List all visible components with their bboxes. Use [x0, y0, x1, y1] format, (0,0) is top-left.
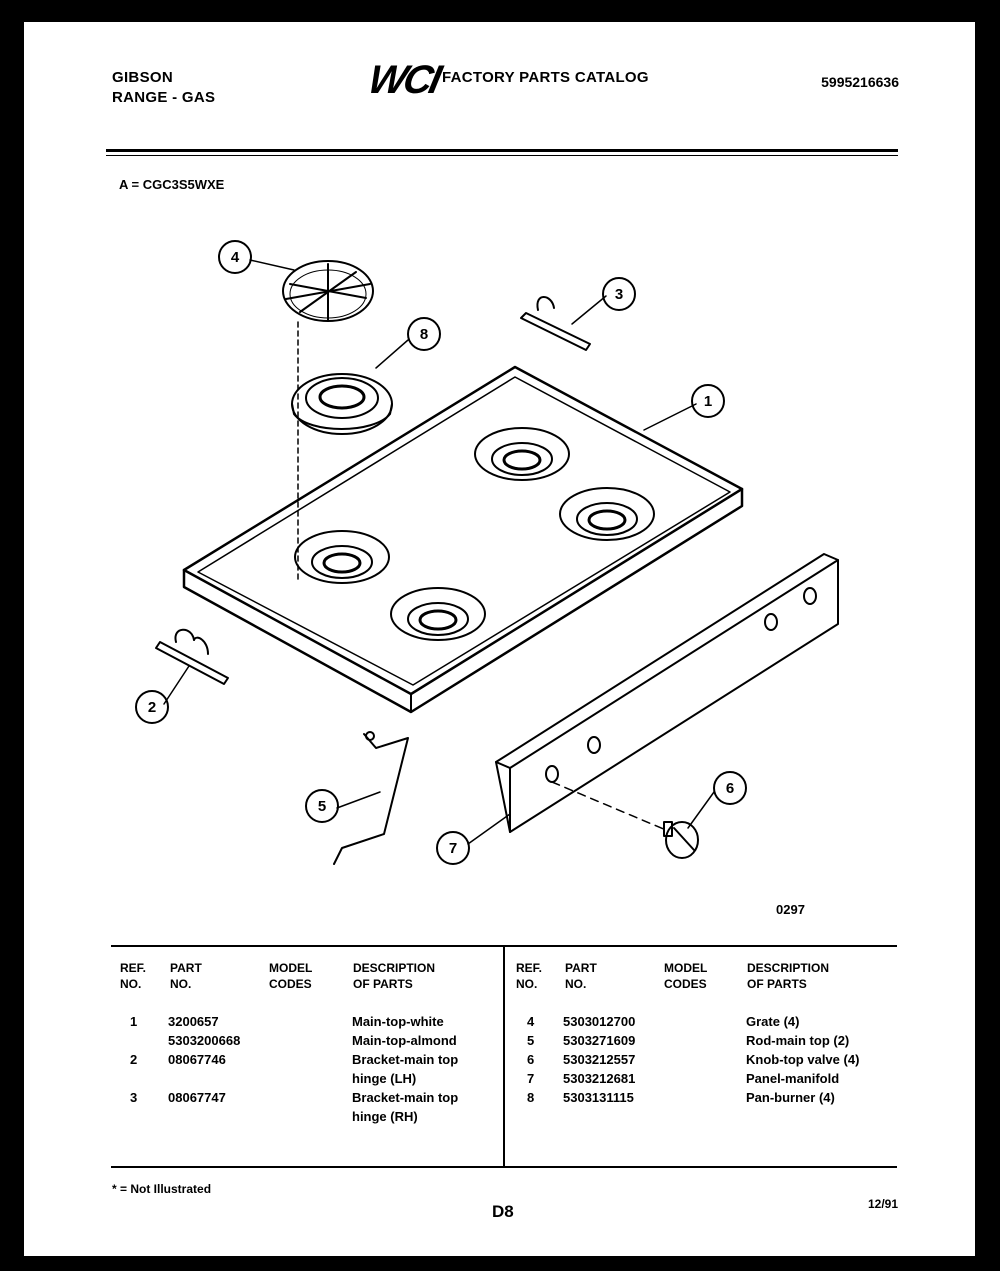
callout-3: [602, 277, 636, 311]
catalog-page: GIBSON RANGE - GAS WCI FACTORY PARTS CAT…: [24, 22, 975, 1256]
table-cell: 5303012700: [563, 1014, 636, 1029]
table-cell: 1: [130, 1014, 138, 1029]
manifold-panel-drawing: [495, 553, 839, 833]
exploded-parts-diagram: 1 2 3 4 5 6 7 8: [135, 240, 839, 865]
table-cell: 8: [527, 1090, 535, 1105]
callout-label-1: 1: [704, 393, 712, 410]
table-cell: [130, 1031, 137, 1050]
callout-circles: [135, 240, 747, 865]
right-desc-column: Grate (4) Rod-main top (2) Knob-top valv…: [746, 1012, 859, 1107]
grate-drawing: [282, 260, 374, 322]
callout-label-3: 3: [615, 286, 623, 303]
table-cell: 5303212557: [563, 1052, 636, 1067]
table-cell: [168, 1069, 240, 1088]
callout-numbers: 1 2 3 4 5 6 7 8: [148, 249, 734, 857]
knob-guide-line: [551, 781, 667, 831]
table-cell: 5303212681: [563, 1071, 636, 1086]
footnote: * = Not Illustrated: [112, 1182, 212, 1196]
left-ref-column: 1 2 3: [130, 1012, 137, 1126]
header-ref-left: REF.NO.: [120, 961, 147, 991]
revision-date: 12/91: [867, 1197, 898, 1211]
hinge-bracket-lh-drawing: [155, 628, 229, 685]
table-cell: 3: [130, 1090, 138, 1105]
table-cell: Knob-top valve (4): [746, 1052, 860, 1067]
table-divider: [503, 947, 505, 1166]
right-ref-column: 4 5 6 7 8: [527, 1012, 534, 1107]
table-cell: 5: [527, 1033, 535, 1048]
table-top-rule: [111, 945, 897, 947]
header-rule-thin: [106, 155, 898, 156]
callout-label-5: 5: [318, 798, 326, 815]
hinge-bracket-rh-drawing: [520, 296, 591, 351]
table-cell: hinge (LH): [352, 1071, 417, 1086]
callout-1: [691, 384, 725, 418]
table-cell: 5303271609: [563, 1033, 636, 1048]
header-rule-thick: [106, 149, 898, 152]
model-line: A = CGC3S5WXE: [119, 177, 225, 192]
table-cell: Pan-burner (4): [746, 1090, 835, 1105]
table-cell: 08067746: [168, 1052, 226, 1067]
table-cell: Main-top-almond: [352, 1033, 457, 1048]
table-cell: Rod-main top (2): [746, 1033, 850, 1048]
knob-drawing: [663, 821, 699, 859]
callout-leaders: [163, 259, 715, 845]
catalog-number: 5995216636: [821, 74, 899, 90]
table-bottom-rule: [111, 1166, 897, 1168]
callout-8: [407, 317, 441, 351]
burner-pan-drawing: [291, 373, 393, 435]
callout-label-4: 4: [231, 249, 240, 266]
left-part-column: 3200657 5303200668 08067746 08067747: [168, 1012, 240, 1126]
table-cell: 5303131115: [563, 1090, 634, 1105]
table-cell: 3200657: [168, 1014, 219, 1029]
left-desc-column: Main-top-white Main-top-almond Bracket-m…: [352, 1012, 458, 1126]
page-number: D8: [492, 1202, 514, 1221]
table-cell: Bracket-main top: [352, 1090, 459, 1105]
header-ref-right: REF.NO.: [516, 961, 543, 991]
table-cell: Bracket-main top: [352, 1052, 459, 1067]
table-cell: 5303200668: [168, 1033, 241, 1048]
table-cell: [168, 1107, 240, 1126]
right-part-column: 5303012700 5303271609 5303212557 5303212…: [563, 1012, 635, 1107]
figure-code: 0297: [776, 902, 805, 917]
callout-5: [305, 789, 339, 823]
rod-drawing: [333, 731, 409, 865]
callout-label-7: 7: [449, 840, 457, 857]
callout-2: [135, 690, 169, 724]
table-cell: Grate (4): [746, 1014, 800, 1029]
table-cell: [130, 1069, 137, 1088]
table-cell: 2: [130, 1052, 138, 1067]
table-cell: 4: [527, 1014, 535, 1029]
callout-4: [218, 240, 252, 274]
callout-7: [436, 831, 470, 865]
table-cell: Panel-manifold: [746, 1071, 840, 1086]
brand-name: GIBSON: [112, 69, 173, 86]
table-cell: 08067747: [168, 1090, 226, 1105]
callout-label-2: 2: [148, 699, 156, 716]
table-cell: [130, 1107, 137, 1126]
callout-label-6: 6: [726, 780, 734, 797]
catalog-title: FACTORY PARTS CATALOG: [442, 69, 649, 86]
main-top-drawing: [182, 365, 744, 714]
table-cell: 7: [527, 1071, 535, 1086]
table-cell: 6: [527, 1052, 535, 1067]
brand-block: GIBSON RANGE - GAS: [112, 68, 215, 108]
table-cell: hinge (RH): [352, 1109, 418, 1124]
callout-label-8: 8: [420, 326, 428, 343]
table-cell: Main-top-white: [352, 1014, 444, 1029]
callout-6: [713, 771, 747, 805]
product-type: RANGE - GAS: [112, 89, 216, 106]
